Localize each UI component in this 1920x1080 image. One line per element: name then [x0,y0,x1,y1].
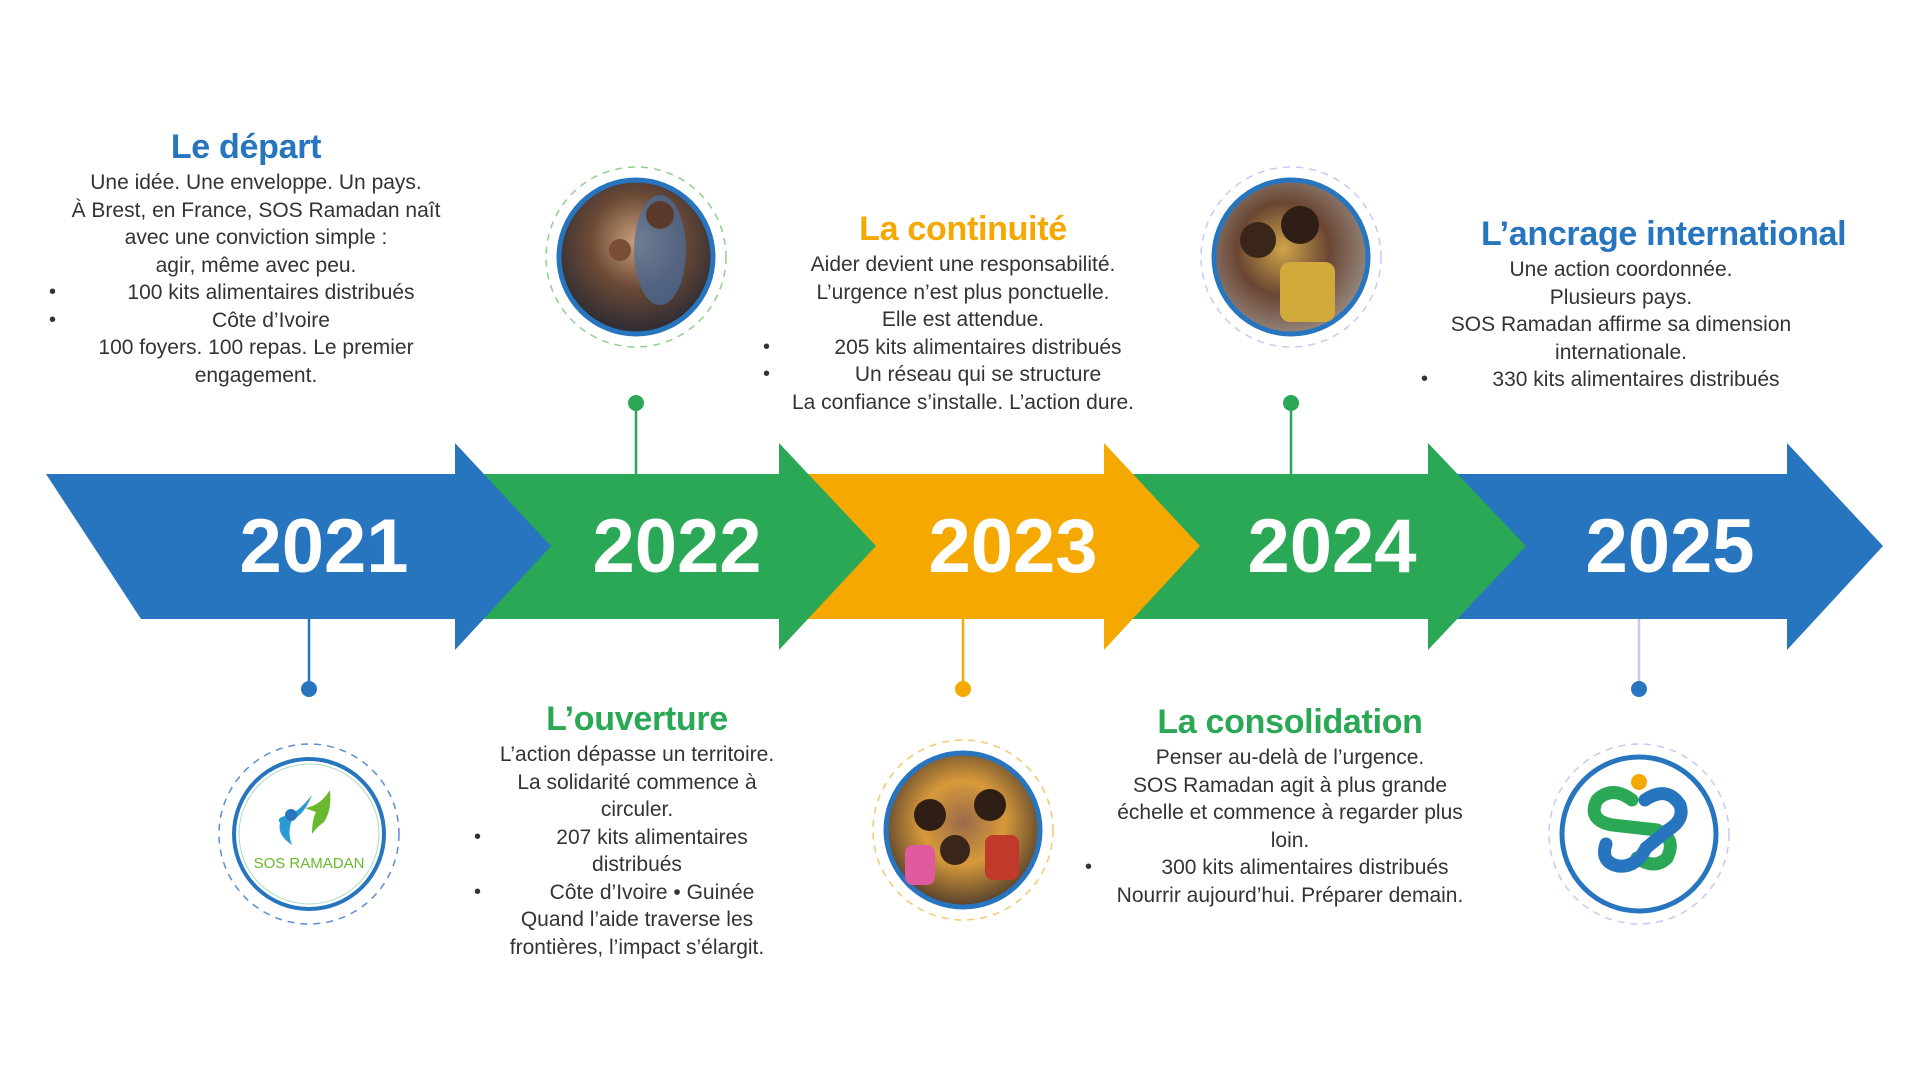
sos-ramadan-logo: SOS RAMADAN [218,743,400,925]
connector-2023 [955,619,971,697]
year-label-2023: 2023 [928,504,1097,589]
connector-2025 [1631,619,1647,697]
connector-2022 [628,395,644,474]
bullet-item: Côte d’Ivoire • Guinée [474,879,800,907]
description-line: La confiance s’installe. L’action dure. [791,390,1135,414]
milestone-2025-text: L’ancrage international Une action coord… [1421,212,1847,394]
milestone-title: L’ancrage international [1481,215,1847,253]
description-line: avec une conviction simple : [124,226,388,249]
milestone-title: L’ouverture [546,700,728,738]
connector-2024 [1283,395,1299,474]
description-line: La solidarité commence à [517,770,757,794]
logo-text: SOS RAMADAN [254,855,365,872]
bullet-item: 205 kits alimentaires distribués [763,334,1163,362]
milestone-title: La continuité [859,210,1067,248]
arrow-segment-2023 [779,443,1200,650]
year-label-2021: 2021 [239,504,408,589]
description-line: Plusieurs pays. [1549,285,1693,309]
description-line: Une idée. Une enveloppe. Un pays. [90,171,422,194]
year-label-2025: 2025 [1585,504,1754,589]
connector-2021 [301,619,317,697]
milestone-2023-text: La continuité Aider devient une responsa… [763,207,1163,416]
description-line: L’urgence n’est plus ponctuelle. [816,280,1110,304]
description-line: Une action coordonnée. [1509,258,1733,281]
bullet-item: 207 kits alimentaires [474,824,800,852]
description-line: Aider devient une responsabilité. [810,253,1116,276]
bullet-item: 330 kits alimentaires distribués [1421,366,1821,394]
bullet-item: Côte d’Ivoire [49,307,463,335]
milestone-title: Le départ [170,128,322,166]
milestone-title: La consolidation [1157,703,1423,741]
photo-2023 [872,739,1054,921]
description-line: agir, même avec peu. [155,253,357,277]
description-line: internationale. [1555,340,1687,364]
bullet-item: 100 kits alimentaires distribués [49,279,463,307]
photo-2024 [1200,166,1382,348]
year-label-2024: 2024 [1247,504,1416,589]
arrow-segment-2022 [455,443,876,650]
description-line: échelle et commence à regarder plus [1117,801,1463,824]
description-line: SOS Ramadan agit à plus grande [1132,773,1448,797]
description-line: frontières, l’impact s’élargit. [509,935,765,959]
milestone-2022-text: L’ouverture L’action dépasse un territoi… [474,697,800,961]
description-line: L’action dépasse un territoire. [499,743,775,766]
description-line: Nourrir aujourd’hui. Préparer demain. [1116,883,1464,907]
description-line: engagement. [194,363,318,387]
description-line: distribués [592,853,682,876]
description-line: loin. [1270,828,1310,852]
arrow-segment-2021 [46,443,551,650]
sos-ramadan-logo-mark [1548,743,1730,925]
photo-2022 [545,166,727,348]
milestone-2024-text: La consolidation Penser au-delà de l’urg… [1085,700,1495,909]
bullet-item: Un réseau qui se structure [763,361,1163,389]
arrow-segment-2025 [1428,443,1883,650]
year-label-2022: 2022 [592,504,761,589]
description-line: 100 foyers. 100 repas. Le premier [98,336,414,359]
milestone-2021-text: Le départ Une idée. Une enveloppe. Un pa… [49,125,463,389]
description-line: circuler. [600,798,674,821]
description-line: SOS Ramadan affirme sa dimension [1450,313,1792,336]
description-line: Penser au-delà de l’urgence. [1155,746,1425,769]
description-line: À Brest, en France, SOS Ramadan naît [71,198,441,222]
arrow-segment-2024 [1104,443,1526,650]
description-line: Quand l’aide traverse les [520,908,754,931]
bullet-item: 300 kits alimentaires distribués [1085,854,1495,882]
description-line: Elle est attendue. [881,308,1045,331]
